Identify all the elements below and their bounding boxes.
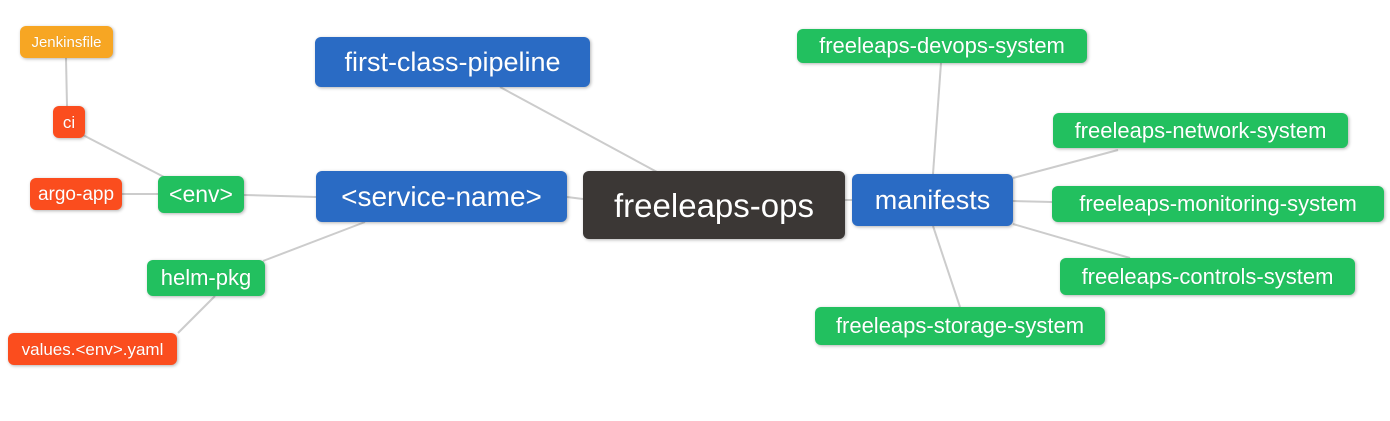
node-env[interactable]: <env>	[158, 176, 244, 213]
edge-manifests-to-network-system	[1012, 149, 1119, 179]
node-manifests[interactable]: manifests	[852, 174, 1013, 226]
node-argo-app[interactable]: argo-app	[30, 178, 122, 210]
edge-manifests-to-devops-system	[932, 62, 942, 175]
node-freeleaps-controls-system[interactable]: freeleaps-controls-system	[1060, 258, 1355, 295]
edge-values-env-yaml-to-helm-pkg	[177, 295, 216, 334]
node-helm-pkg[interactable]: helm-pkg	[147, 260, 265, 296]
node-freeleaps-monitoring-system[interactable]: freeleaps-monitoring-system	[1052, 186, 1384, 222]
node-first-class-pipeline[interactable]: first-class-pipeline	[315, 37, 590, 87]
node-freeleaps-devops-system[interactable]: freeleaps-devops-system	[797, 29, 1087, 63]
node-values-env-yaml[interactable]: values.<env>.yaml	[8, 333, 177, 365]
node-freeleaps-storage-system[interactable]: freeleaps-storage-system	[815, 307, 1105, 345]
edge-manifests-to-storage-system	[932, 225, 961, 308]
edge-helm-pkg-to-service-name	[262, 221, 366, 262]
node-jenkinsfile[interactable]: Jenkinsfile	[20, 26, 113, 58]
edge-ci-to-env	[80, 133, 165, 178]
node-ci[interactable]: ci	[53, 106, 85, 138]
edge-manifests-to-controls-system	[1012, 223, 1131, 259]
node-service-name[interactable]: <service-name>	[316, 171, 567, 222]
node-freeleaps-ops[interactable]: freeleaps-ops	[583, 171, 845, 239]
edge-service-name-to-ops	[566, 196, 584, 200]
edge-first-class-pipeline-to-ops	[499, 86, 658, 173]
node-freeleaps-network-system[interactable]: freeleaps-network-system	[1053, 113, 1348, 148]
edge-manifests-to-monitoring-system	[1012, 200, 1053, 203]
edge-env-to-service-name	[243, 194, 317, 198]
edge-jenkinsfile-to-ci	[65, 57, 68, 107]
